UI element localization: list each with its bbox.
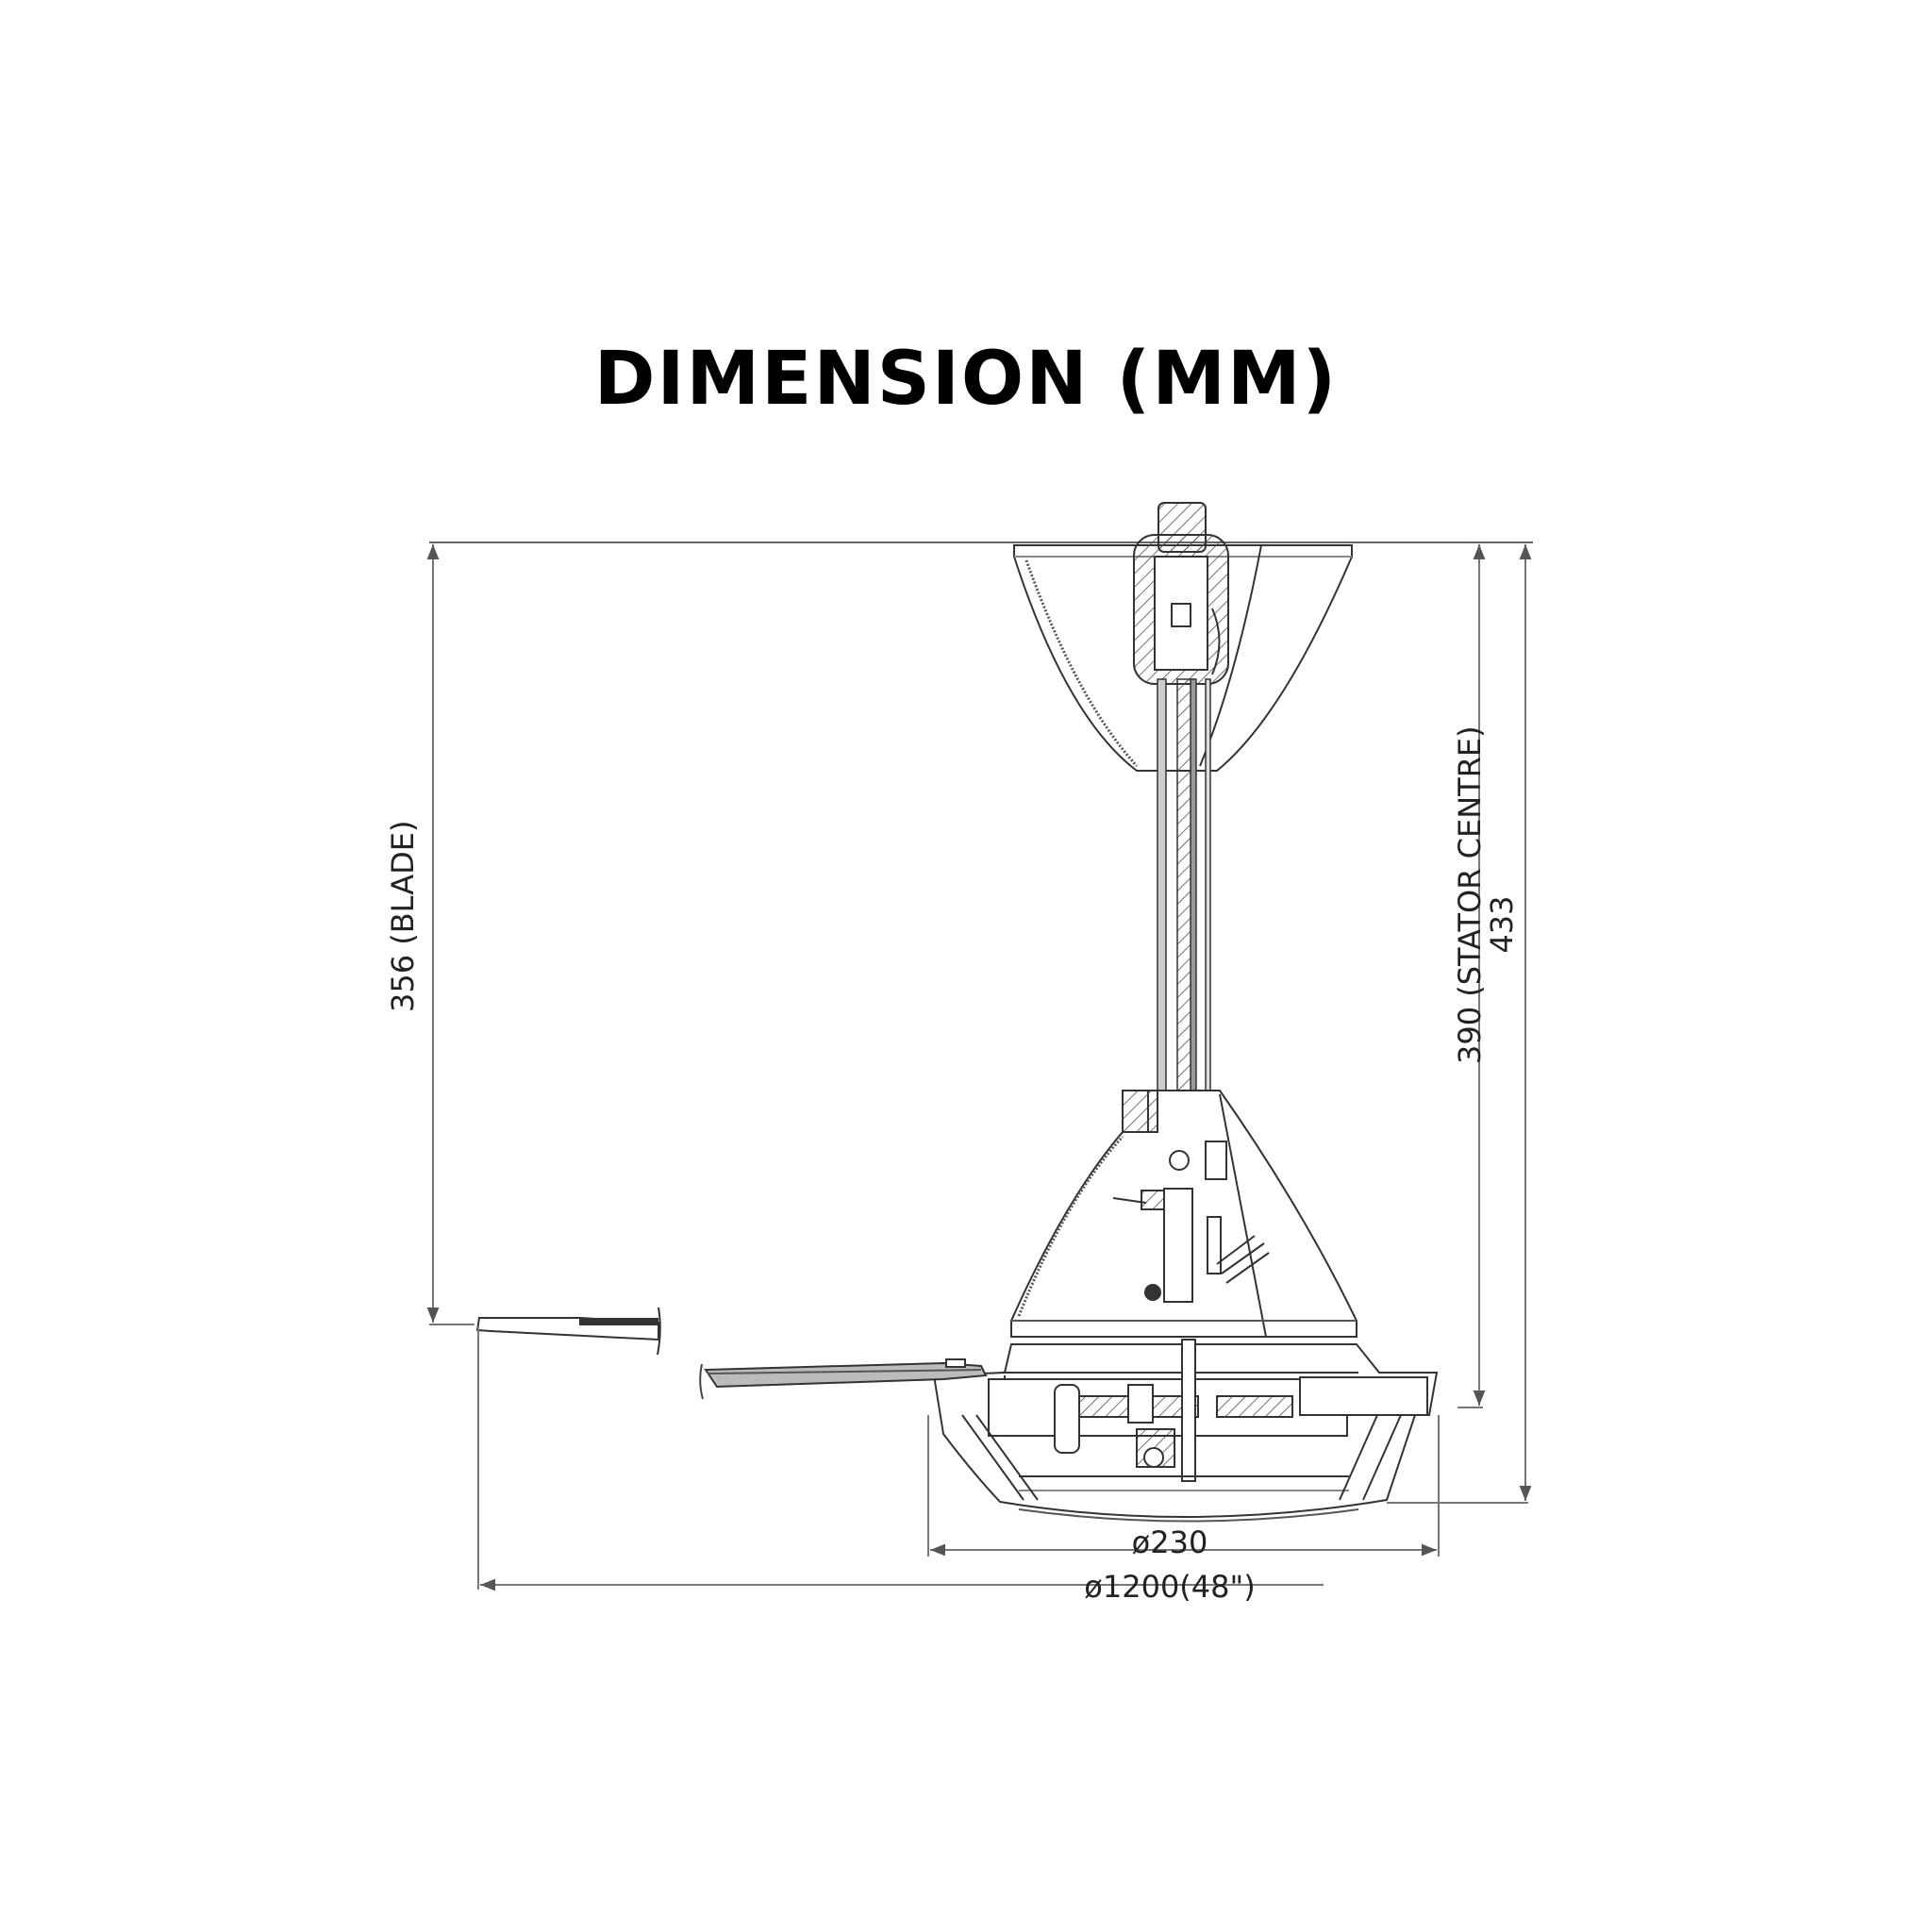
dimension-blade-height	[426, 544, 475, 1325]
label-motor-diameter: ø230	[1131, 1524, 1208, 1560]
dimension-sweep-diameter	[477, 1326, 1324, 1591]
label-sweep-diameter: ø1200(48")	[1084, 1569, 1256, 1605]
dimension-stator-centre	[1457, 544, 1486, 1408]
diagram-title: DIMENSION (MM)	[593, 337, 1339, 422]
label-stator-centre: 390 (STATOR CENTRE)	[1452, 725, 1488, 1064]
motor-housing	[932, 1339, 1439, 1523]
upper-motor-cover	[1010, 1090, 1357, 1338]
blade-tip	[475, 1307, 661, 1356]
hanger-hook	[1133, 502, 1229, 685]
label-blade-height: 356 (BLADE)	[385, 820, 421, 1012]
downrod	[1157, 678, 1211, 1095]
dimension-motor-diameter	[927, 1415, 1440, 1557]
dimension-overall-height	[1387, 544, 1532, 1504]
label-overall-height: 433	[1484, 895, 1520, 954]
blade-arm	[699, 1358, 988, 1400]
